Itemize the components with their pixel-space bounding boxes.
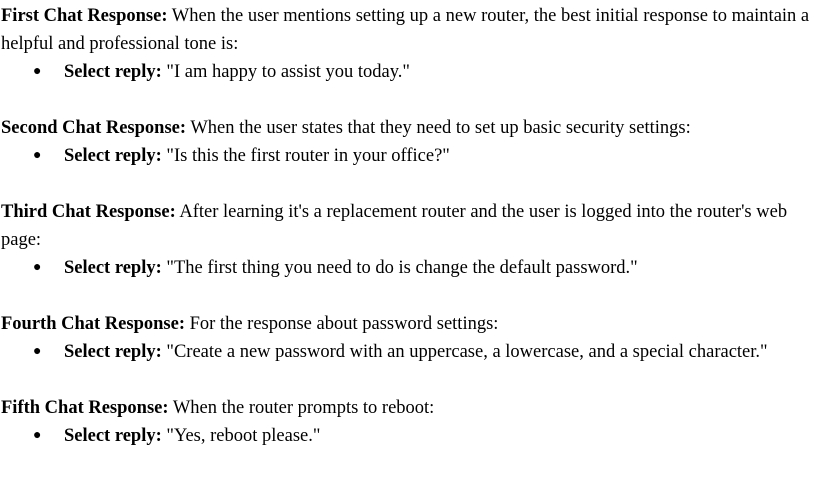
reply-text: "Create a new password with an uppercase…	[161, 342, 768, 362]
reply-list: ● Select reply: "Is this the first router…	[1, 142, 817, 170]
response-label: Third Chat Response:	[1, 202, 176, 222]
bullet-icon: ●	[33, 260, 42, 275]
reply-text: "Is this the first router in your office…	[161, 146, 450, 166]
reply-item: ● Select reply: "Is this the first router…	[33, 142, 817, 170]
bullet-icon: ●	[33, 428, 42, 443]
response-intro: First Chat Response: When the user menti…	[1, 2, 817, 58]
reply-list: ● Select reply: "I am happy to assist you…	[1, 58, 817, 86]
response-label: First Chat Response:	[1, 6, 168, 26]
response-text: After learning it's a replacement router…	[1, 202, 788, 250]
response-text: When the router prompts to reboot:	[168, 398, 435, 418]
reply-item: ● Select reply: "Create a new password wi…	[33, 338, 817, 366]
reply-item: ● Select reply: "Yes, reboot please."	[33, 422, 817, 450]
select-reply-label: Select reply:	[64, 342, 162, 362]
bullet-icon: ●	[33, 148, 42, 163]
response-label: Fifth Chat Response:	[1, 398, 169, 418]
reply-text: "I am happy to assist you today."	[161, 62, 410, 82]
bullet-icon: ●	[33, 64, 42, 79]
reply-item: ● Select reply: "I am happy to assist you…	[33, 58, 817, 86]
response-block-3: Third Chat Response: After learning it's…	[1, 198, 817, 282]
select-reply-label: Select reply:	[64, 62, 162, 82]
response-block-1: First Chat Response: When the user menti…	[1, 2, 817, 86]
response-text: When the user states that they need to s…	[186, 118, 691, 138]
response-block-5: Fifth Chat Response: When the router pro…	[1, 394, 817, 450]
response-label: Fourth Chat Response:	[1, 314, 185, 334]
reply-text: "Yes, reboot please."	[161, 426, 321, 446]
response-text: For the response about password settings…	[184, 314, 499, 334]
reply-list: ● Select reply: "Create a new password wi…	[1, 338, 817, 366]
select-reply-label: Select reply:	[64, 426, 162, 446]
reply-list: ● Select reply: "The first thing you need…	[1, 254, 817, 282]
reply-text: "The first thing you need to do is chang…	[161, 258, 638, 278]
reply-item: ● Select reply: "The first thing you need…	[33, 254, 817, 282]
response-block-2: Second Chat Response: When the user stat…	[1, 114, 817, 170]
response-block-4: Fourth Chat Response: For the response a…	[1, 310, 817, 366]
reply-list: ● Select reply: "Yes, reboot please."	[1, 422, 817, 450]
response-label: Second Chat Response:	[1, 118, 187, 138]
select-reply-label: Select reply:	[64, 146, 162, 166]
response-text: When the user mentions setting up a new …	[1, 6, 810, 54]
response-intro: Fourth Chat Response: For the response a…	[1, 310, 817, 338]
response-intro: Third Chat Response: After learning it's…	[1, 198, 817, 254]
response-intro: Fifth Chat Response: When the router pro…	[1, 394, 817, 422]
bullet-icon: ●	[33, 344, 42, 359]
response-intro: Second Chat Response: When the user stat…	[1, 114, 817, 142]
document: First Chat Response: When the user menti…	[1, 2, 817, 450]
select-reply-label: Select reply:	[64, 258, 162, 278]
